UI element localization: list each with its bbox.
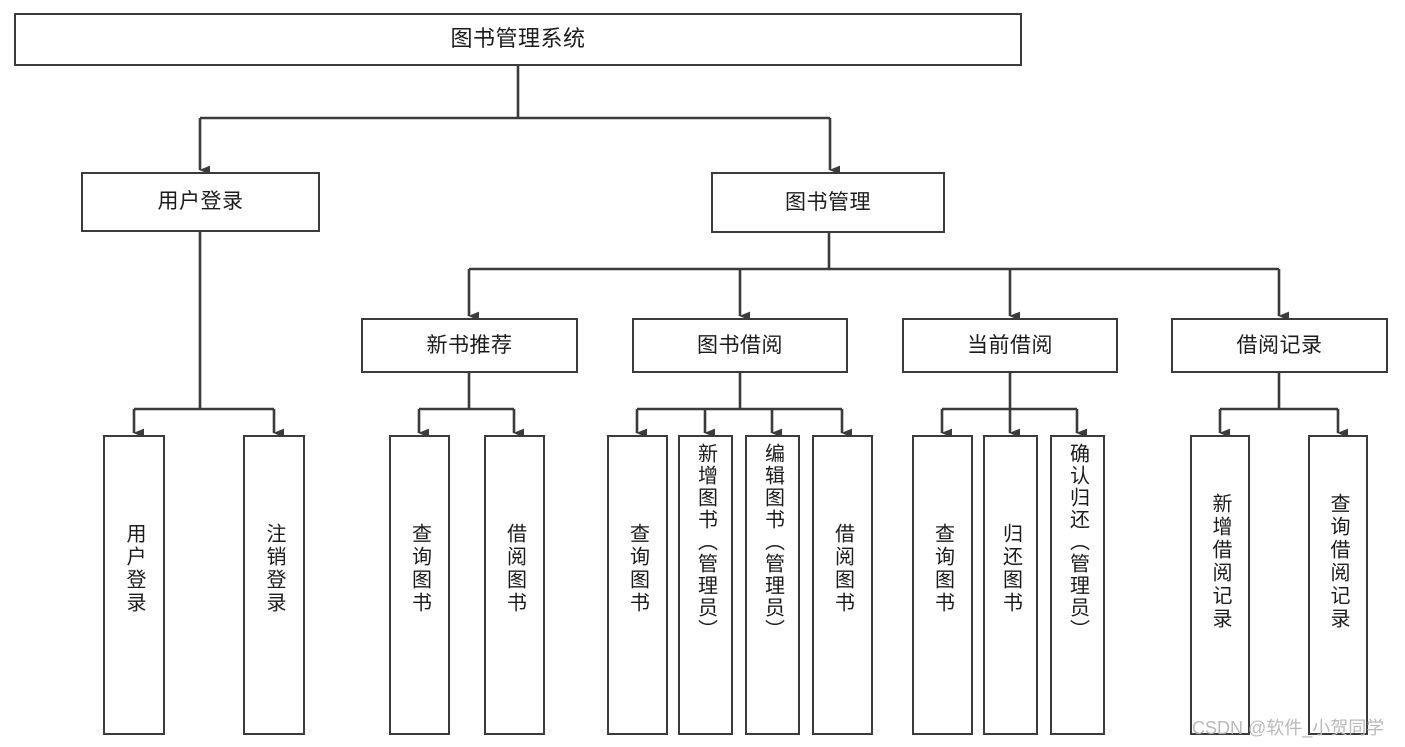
node-user-login[interactable]: 用户登录 <box>81 172 320 232</box>
node-current-borrow[interactable]: 当前借阅 <box>902 318 1118 373</box>
leaf-query-book-current[interactable]: 查询图书 <box>912 435 973 735</box>
node-label: 当前借阅 <box>967 333 1053 357</box>
node-label: 借阅图书 <box>503 523 526 615</box>
leaf-query-book-recommend[interactable]: 查询图书 <box>389 435 450 735</box>
node-label: 归还图书 <box>999 523 1022 615</box>
leaf-add-book-admin[interactable]: 新增图书（管理员） <box>678 435 733 735</box>
node-label: 查询图书 <box>408 523 431 615</box>
node-label: 注销登录 <box>263 523 285 615</box>
node-label: 查询借阅记录 <box>1327 493 1349 631</box>
node-label: 用户登录 <box>157 190 244 214</box>
node-label: 借阅图书 <box>831 523 854 615</box>
node-label: 图书管理系统 <box>450 26 586 52</box>
node-root-system[interactable]: 图书管理系统 <box>14 13 1022 66</box>
leaf-confirm-return-admin[interactable]: 确认归还（管理员） <box>1050 435 1105 735</box>
node-label: 用户登录 <box>123 523 145 615</box>
leaf-borrow-book-recommend[interactable]: 借阅图书 <box>484 435 545 735</box>
node-label: 借阅记录 <box>1236 333 1323 357</box>
node-label: 新增借阅记录 <box>1209 493 1231 631</box>
leaf-return-book[interactable]: 归还图书 <box>983 435 1038 735</box>
node-new-book-recommend[interactable]: 新书推荐 <box>361 318 578 373</box>
node-label: 新增图书（管理员） <box>694 443 717 641</box>
node-book-borrow[interactable]: 图书借阅 <box>632 318 848 373</box>
leaf-add-borrow-record[interactable]: 新增借阅记录 <box>1190 435 1250 735</box>
node-label: 编辑图书（管理员） <box>761 443 784 641</box>
node-label: 图书借阅 <box>697 333 783 357</box>
leaf-borrow-book[interactable]: 借阅图书 <box>812 435 873 735</box>
node-book-management[interactable]: 图书管理 <box>711 172 945 233</box>
node-borrow-records[interactable]: 借阅记录 <box>1171 318 1388 373</box>
leaf-query-borrow-record[interactable]: 查询借阅记录 <box>1308 435 1368 735</box>
leaf-edit-book-admin[interactable]: 编辑图书（管理员） <box>745 435 800 735</box>
node-label: 查询图书 <box>626 523 649 615</box>
leaf-user-login[interactable]: 用户登录 <box>103 435 165 735</box>
node-label: 确认归还（管理员） <box>1066 443 1089 641</box>
leaf-logout[interactable]: 注销登录 <box>243 435 305 735</box>
leaf-query-book-borrow[interactable]: 查询图书 <box>607 435 668 735</box>
node-label: 新书推荐 <box>426 333 513 357</box>
node-label: 图书管理 <box>785 190 871 214</box>
node-label: 查询图书 <box>931 523 954 615</box>
csdn-watermark: CSDN @软件_小贺同学 <box>1192 718 1385 738</box>
